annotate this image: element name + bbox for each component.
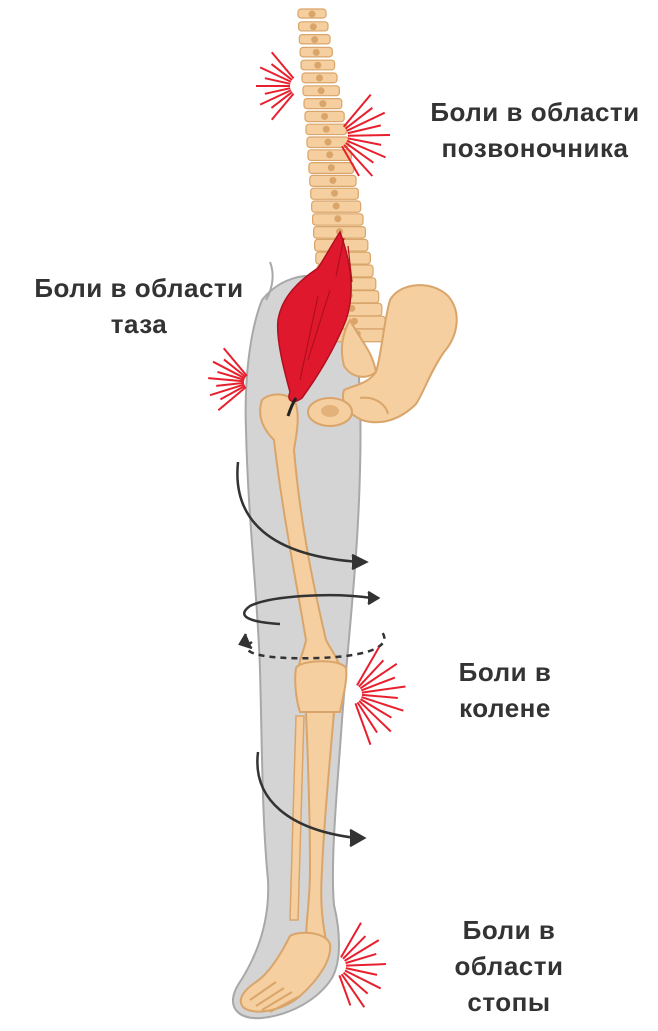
vertebra-process	[313, 49, 320, 56]
vertebra-process	[316, 75, 323, 82]
label-pelvis-line-2: таза	[14, 306, 264, 342]
vertebra-process	[324, 139, 331, 146]
pain-marker-foot	[339, 923, 386, 1008]
pain-ray	[346, 964, 386, 966]
label-foot-line-2: области	[434, 948, 584, 984]
label-knee-line-1: Боли в	[440, 654, 570, 690]
vertebra-process	[333, 203, 340, 210]
pain-ray	[348, 125, 381, 133]
pain-marker-hip	[208, 348, 247, 410]
label-pelvis-line-1: Боли в области	[14, 270, 264, 306]
vertebra-process	[331, 190, 338, 197]
vertebra-process	[311, 36, 318, 43]
vertebra-process	[328, 164, 335, 171]
shin-rotation-arrowhead	[350, 830, 364, 846]
label-pelvis-pain: Боли в области таза	[14, 270, 264, 342]
knee-rotation-arrowhead-dashed	[240, 634, 252, 648]
vertebra-process	[326, 151, 333, 158]
vertebra-process	[309, 11, 316, 18]
vertebra-process	[329, 177, 336, 184]
label-knee-pain: Боли в колене	[440, 654, 570, 726]
vertebra-process	[314, 62, 321, 69]
vertebra-process	[318, 87, 325, 94]
label-foot-line-3: стопы	[434, 984, 584, 1020]
pain-ray	[362, 695, 398, 698]
vertebra-process	[321, 113, 328, 120]
label-knee-line-2: колене	[440, 690, 570, 726]
thigh-rotation-arrowhead	[352, 555, 366, 569]
label-spine-pain: Боли в области позвоночника	[420, 94, 650, 166]
label-foot-line-1: Боли в	[434, 912, 584, 948]
vertebra-process	[323, 126, 330, 133]
knee-joint	[295, 661, 346, 712]
vertebra-process	[334, 215, 341, 222]
label-foot-pain: Боли в области стопы	[434, 912, 584, 1020]
label-spine-line-2: позвоночника	[420, 130, 650, 166]
knee-rotation-arrowhead-top	[368, 592, 378, 604]
pain-ray	[348, 135, 390, 136]
vertebra-process	[319, 100, 326, 107]
label-spine-line-1: Боли в области	[420, 94, 650, 130]
acetabulum	[321, 405, 339, 417]
pain-marker-spine-left	[256, 52, 294, 119]
vertebra-process	[310, 23, 317, 30]
pain-marker-knee	[355, 647, 405, 745]
